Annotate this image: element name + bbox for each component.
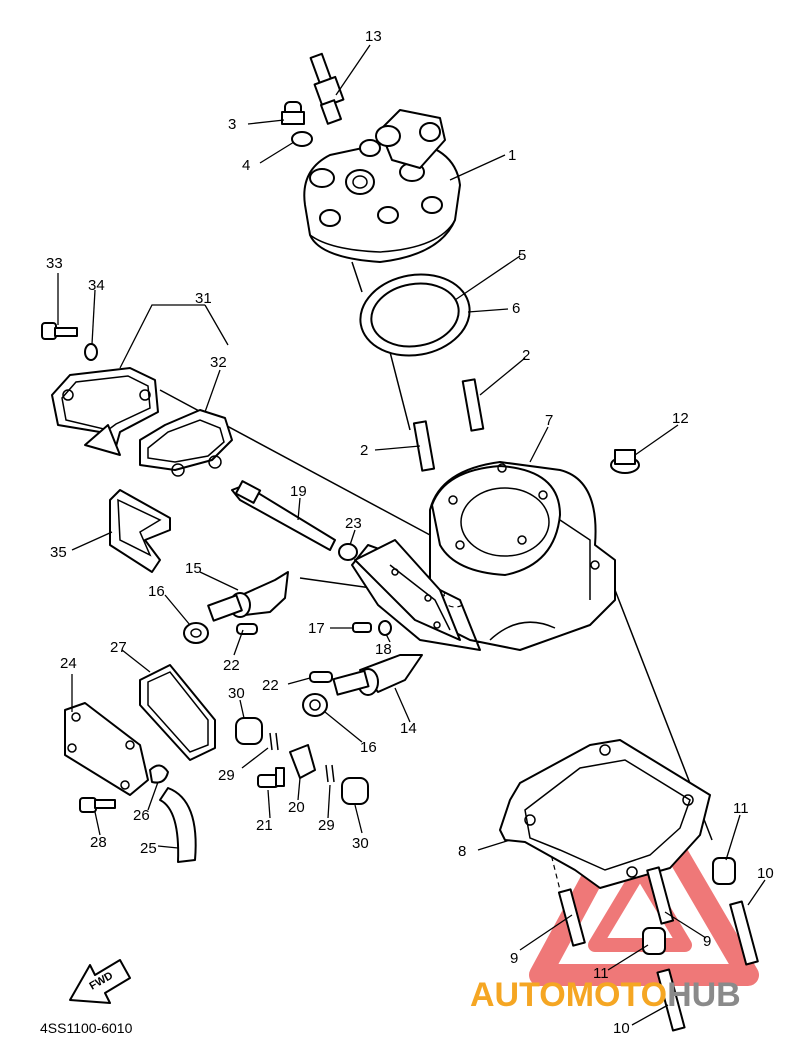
callout-28: 28 [90, 834, 107, 851]
hose [159, 787, 197, 863]
exhaust-valve-2 [332, 654, 423, 696]
callout-20: 20 [288, 799, 305, 816]
callout-16: 16 [148, 583, 165, 600]
valve-housing-gasket [51, 367, 159, 456]
bushing [183, 622, 209, 644]
base-nut-2 [642, 927, 666, 955]
callout-7: 7 [545, 412, 553, 429]
fwd-arrow-icon: FWD [69, 959, 131, 1004]
flange-nut [610, 449, 640, 474]
callout-19: 19 [290, 483, 307, 500]
callout-27: 27 [110, 639, 127, 656]
head-gasket [359, 273, 471, 357]
callout-2b: 2 [360, 442, 368, 459]
callout-17: 17 [308, 620, 325, 637]
stud-bolt [412, 378, 485, 472]
pin-2 [309, 671, 333, 683]
base-stud-long-2 [656, 968, 686, 1032]
clip-2 [325, 764, 335, 783]
callout-6: 6 [512, 300, 520, 317]
base-gasket [499, 739, 711, 889]
callout-33: 33 [46, 255, 63, 272]
bolt [41, 322, 78, 340]
pin [236, 623, 258, 635]
seal [109, 489, 171, 573]
callout-13: 13 [365, 28, 382, 45]
valve-gasket-2 [139, 409, 233, 477]
bracket [289, 744, 316, 779]
callout-29b: 29 [318, 817, 335, 834]
bolt-2 [79, 797, 116, 813]
callout-14: 14 [400, 720, 417, 737]
base-nut [712, 857, 736, 885]
callout-8: 8 [458, 843, 466, 860]
callout-22b: 22 [262, 677, 279, 694]
cylinder [351, 461, 616, 651]
callout-18: 18 [375, 641, 392, 658]
callout-22: 22 [223, 657, 240, 674]
callout-31: 31 [195, 290, 212, 307]
diagram-code: 4SS1100-6010 [40, 1020, 133, 1036]
bolt-washer [84, 343, 98, 361]
callout-15: 15 [185, 560, 202, 577]
callout-23: 23 [345, 515, 362, 532]
callout-12: 12 [672, 410, 689, 427]
callout-25: 25 [140, 840, 157, 857]
washer [291, 131, 313, 147]
cylinder-head [303, 109, 461, 263]
collar-2 [341, 777, 369, 805]
callout-9: 9 [510, 950, 518, 967]
callout-34: 34 [88, 277, 105, 294]
callout-35: 35 [50, 544, 67, 561]
hex-bolt [257, 767, 285, 788]
callout-21: 21 [256, 817, 273, 834]
callout-2: 2 [522, 347, 530, 364]
watermark-text: AUTOMOTOHUB [470, 976, 741, 1014]
callout-1: 1 [508, 147, 516, 164]
oil-seal [338, 543, 358, 561]
callout-16b: 16 [360, 739, 377, 756]
screw [352, 622, 372, 633]
cap-nut [281, 101, 305, 125]
base-stud-long [729, 900, 759, 966]
callout-26: 26 [133, 807, 150, 824]
bushing-2 [302, 693, 328, 717]
bushing-bore [190, 628, 202, 638]
bushing-2-bore [309, 699, 321, 711]
callout-10: 10 [757, 865, 774, 882]
callout-labels: 1 2 2 3 4 5 6 7 8 9 9 10 10 11 11 12 13 … [46, 28, 774, 1037]
spark-plug [309, 52, 345, 125]
callout-24: 24 [60, 655, 77, 672]
clip [269, 732, 279, 751]
collar [235, 717, 263, 745]
callout-30: 30 [228, 685, 245, 702]
callout-9b: 9 [703, 933, 711, 950]
hose-clamp [149, 764, 169, 784]
base-stud-2 [646, 866, 675, 925]
callout-29: 29 [218, 767, 235, 784]
valve-cover [64, 702, 149, 796]
callout-10b: 10 [613, 1020, 630, 1037]
small-washer [378, 620, 392, 636]
callout-11: 11 [733, 800, 749, 817]
exhaust-valve [207, 571, 289, 622]
watermark-part1: AUTOMOTO [470, 976, 667, 1014]
callout-30b: 30 [352, 835, 369, 852]
leader-lines [57, 44, 766, 1026]
callout-11b: 11 [593, 965, 609, 982]
callout-5: 5 [518, 247, 526, 264]
callout-3: 3 [228, 116, 236, 133]
callout-4: 4 [242, 157, 250, 174]
valve-rod [231, 480, 336, 551]
watermark-part2: HUB [667, 976, 741, 1014]
cover-gasket [139, 664, 216, 761]
callout-32: 32 [210, 354, 227, 371]
